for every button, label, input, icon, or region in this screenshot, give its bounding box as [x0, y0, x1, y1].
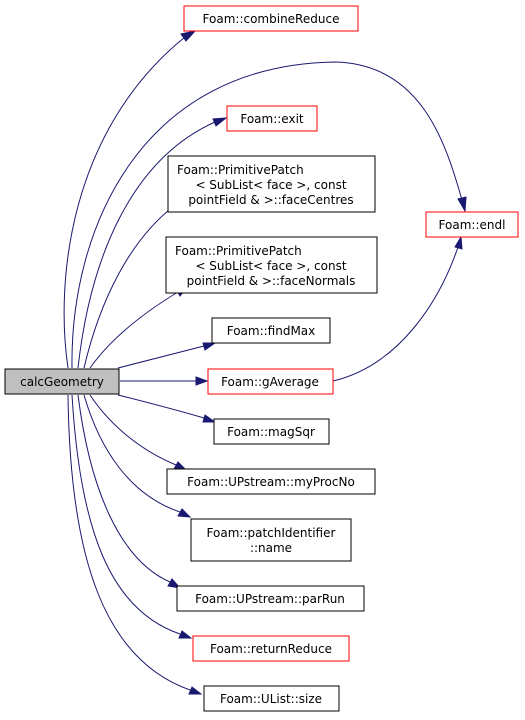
- edge-root-to-faceNormals: [89, 291, 179, 369]
- node-myProcNo[interactable]: Foam::UPstream::myProcNo: [166, 468, 376, 495]
- node-label-faceNormals-3: pointField & >::faceNormals: [187, 274, 356, 288]
- arrow-exit: [212, 117, 228, 127]
- arrow-endl: [457, 196, 467, 213]
- edge-root-to-findMax: [117, 345, 205, 369]
- arrow-magSqr: [202, 414, 217, 423]
- node-magSqr[interactable]: Foam::magSqr: [213, 418, 330, 445]
- node-patchName[interactable]: Foam::patchIdentifier ::name: [190, 518, 352, 562]
- node-label-size: Foam::UList::size: [220, 692, 322, 706]
- node-label-faceCentres-1: Foam::PrimitivePatch: [177, 163, 304, 177]
- node-label-faceNormals-1: Foam::PrimitivePatch: [175, 244, 302, 258]
- arrow-size: [188, 686, 203, 695]
- nodes: calcGeometry Foam::combineReduce Foam::e…: [4, 5, 519, 712]
- edge-root-to-magSqr: [117, 394, 205, 419]
- edge-root-to-parRun: [77, 394, 171, 583]
- node-label-magSqr: Foam::magSqr: [227, 425, 315, 439]
- arrow-gAverage: [195, 376, 209, 386]
- node-label-returnReduce: Foam::returnReduce: [210, 642, 332, 656]
- arrow-findMax: [202, 342, 217, 351]
- node-label-patchName-2: ::name: [250, 541, 292, 555]
- node-label-faceCentres-2: < SubList< face >, const: [195, 178, 346, 192]
- edge-root-to-size: [67, 394, 191, 691]
- node-label-calcGeometry: calcGeometry: [20, 375, 104, 389]
- edge-root-to-combineReduce: [63, 36, 186, 369]
- node-size[interactable]: Foam::UList::size: [203, 685, 340, 712]
- node-calcGeometry[interactable]: calcGeometry: [4, 368, 120, 395]
- edge-root-to-patchName: [83, 394, 181, 513]
- node-exit[interactable]: Foam::exit: [226, 105, 318, 132]
- node-label-faceNormals-2: < SubList< face >, const: [195, 259, 346, 273]
- node-label-combineReduce: Foam::combineReduce: [203, 12, 340, 26]
- node-faceNormals[interactable]: Foam::PrimitivePatch < SubList< face >, …: [165, 236, 378, 294]
- node-label-findMax: Foam::findMax: [227, 324, 316, 338]
- node-parRun[interactable]: Foam::UPstream::parRun: [176, 585, 365, 612]
- edge-gAverage-to-endl: [332, 246, 459, 382]
- arrow-patchName: [177, 508, 192, 518]
- node-gAverage[interactable]: Foam::gAverage: [207, 368, 334, 395]
- node-returnReduce[interactable]: Foam::returnReduce: [192, 635, 350, 662]
- edge-root-to-faceCentres: [83, 205, 175, 369]
- node-combineReduce[interactable]: Foam::combineReduce: [183, 5, 359, 32]
- node-label-parRun: Foam::UPstream::parRun: [195, 592, 345, 606]
- node-findMax[interactable]: Foam::findMax: [211, 317, 331, 344]
- arrow-returnReduce: [178, 630, 193, 639]
- node-label-exit: Foam::exit: [240, 112, 304, 126]
- edge-root-to-exit: [77, 121, 216, 369]
- node-label-gAverage: Foam::gAverage: [221, 375, 319, 389]
- node-faceCentres[interactable]: Foam::PrimitivePatch < SubList< face >, …: [167, 155, 376, 213]
- node-label-myProcNo: Foam::UPstream::myProcNo: [187, 475, 355, 489]
- arrow-combineReduce: [180, 30, 197, 42]
- node-label-patchName-1: Foam::patchIdentifier: [207, 526, 336, 540]
- edge-root-to-returnReduce: [71, 394, 181, 635]
- node-label-endl: Foam::endl: [439, 218, 506, 232]
- node-label-faceCentres-3: pointField & >::faceCentres: [188, 193, 353, 207]
- node-endl[interactable]: Foam::endl: [425, 211, 519, 238]
- edge-root-to-myProcNo: [89, 394, 177, 466]
- edge-root-to-endl-top: [71, 61, 463, 369]
- arrow-gAverage-endl: [454, 235, 463, 250]
